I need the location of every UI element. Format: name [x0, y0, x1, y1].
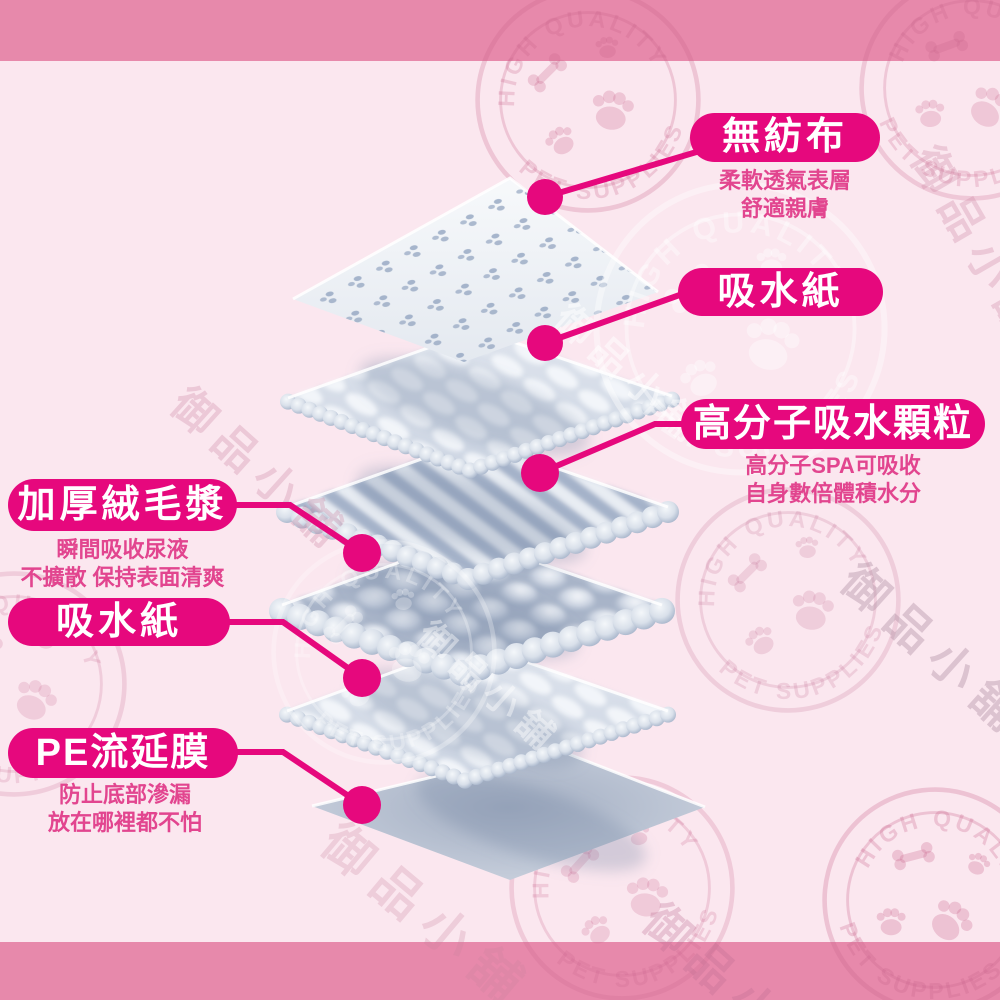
label-pill-fluff-pulp: 加厚絨毛漿 — [8, 479, 237, 531]
connector-line-polymer-granules — [538, 421, 686, 476]
label-sub-line: 自身數倍體積水分 — [744, 481, 921, 506]
label-sub-line: 瞬間吸收尿液 — [56, 537, 189, 562]
connector-dot-fluff-pulp — [343, 534, 381, 572]
connector-lines — [225, 145, 711, 808]
label-sub-line: 防止底部滲漏 — [58, 782, 191, 807]
label-sub-line: 不擴散 保持表面清爽 — [20, 565, 225, 590]
connector-dot-absorbent-paper-bottom — [343, 659, 381, 697]
label-sub-polymer-granules: 高分子SPA可吸收 自身數倍體積水分 — [681, 452, 985, 508]
label-sub-line: 高分子SPA可吸收 — [745, 453, 921, 478]
label-sub-line: 放在哪裡都不怕 — [47, 810, 202, 835]
label-sub-fluff-pulp: 瞬間吸收尿液 不擴散 保持表面清爽 — [0, 536, 245, 592]
label-sub-nonwoven: 柔軟透氣表層 舒適親膚 — [690, 167, 880, 223]
connector-line-pe-film — [233, 749, 364, 808]
label-pill-pe-film: PE流延膜 — [8, 728, 238, 778]
label-sub-pe-film: 防止底部滲漏 放在哪裡都不怕 — [0, 781, 250, 837]
watermark-shop-name: 御品小舖 — [633, 893, 841, 1000]
connector-line-absorbent-paper-top — [543, 289, 690, 346]
label-pill-absorbent-paper-bottom: 吸水紙 — [8, 598, 230, 646]
connector-line-nonwoven — [544, 145, 711, 200]
layer-absorbent-paper-top — [280, 328, 680, 479]
connector-dots — [343, 179, 563, 824]
watermark-seal — [800, 765, 1000, 1000]
connector-dot-polymer-granules — [521, 454, 559, 492]
bottom-pink-band — [0, 942, 1000, 1000]
label-pill-absorbent-paper-top: 吸水紙 — [678, 268, 883, 316]
connector-dot-absorbent-paper-top — [527, 325, 563, 361]
connector-line-absorbent-paper-bottom — [225, 619, 364, 681]
layer-nonwoven-layer — [292, 176, 659, 362]
connector-line-fluff-pulp — [232, 502, 364, 556]
connector-dot-pe-film — [343, 786, 381, 824]
connector-dot-nonwoven — [527, 179, 563, 215]
label-sub-line: 柔軟透氣表層 — [718, 168, 851, 193]
label-pill-polymer-granules: 高分子吸水顆粒 — [681, 399, 985, 449]
label-pill-nonwoven: 無紡布 — [690, 113, 880, 162]
label-sub-line: 舒適親膚 — [740, 196, 829, 221]
